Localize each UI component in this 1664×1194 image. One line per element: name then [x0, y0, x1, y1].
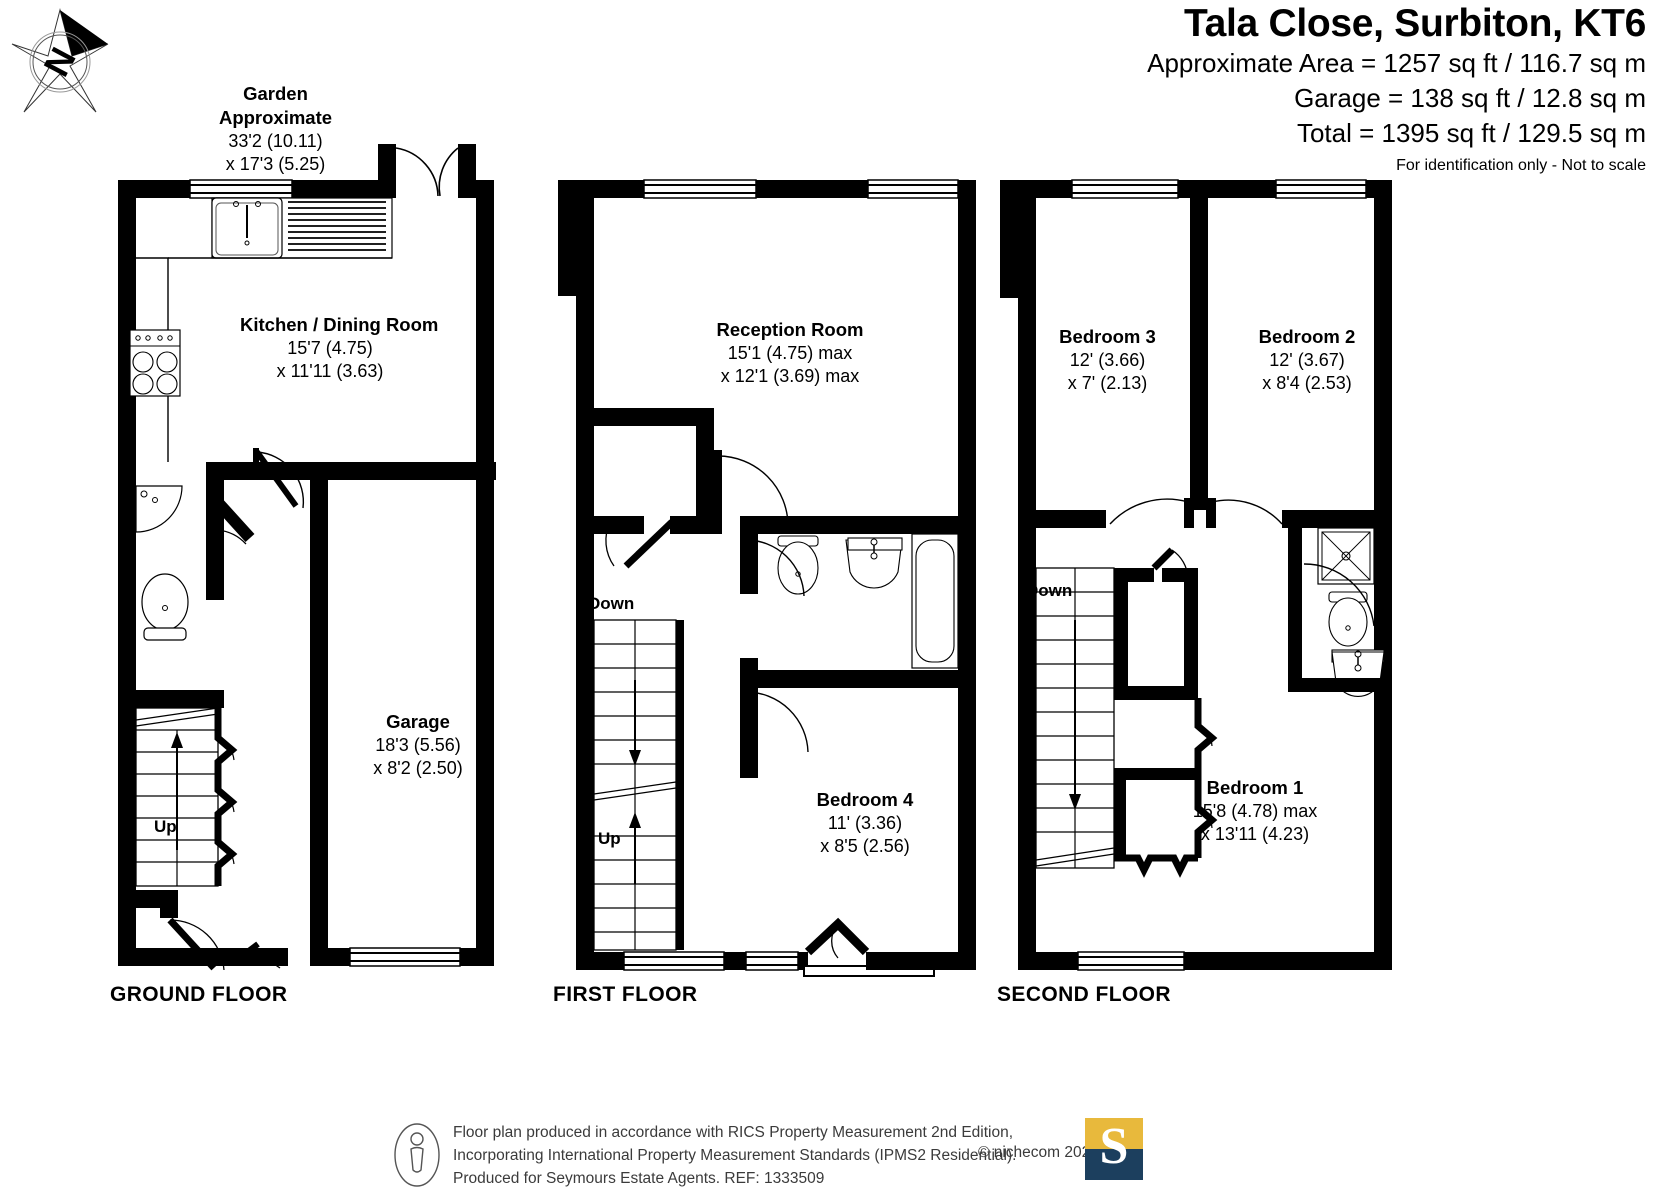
footer-line-2: Incorporating International Property Mea…: [453, 1146, 1017, 1164]
logo-bottom-band: [1085, 1149, 1143, 1180]
sf-walls: [1000, 179, 1392, 971]
reception-dim-2: x 12'1 (3.69) max: [720, 366, 860, 387]
kitchen-dim-2: x 11'11 (3.63): [276, 361, 384, 382]
room-label-kitchen: Kitchen / Dining Room 15'7 (4.75) x 11'1…: [240, 313, 439, 384]
room-label-bedroom3: Bedroom 3 12' (3.66) x 7' (2.13): [1035, 325, 1180, 396]
room-label-bedroom2: Bedroom 2 12' (3.67) x 8'4 (2.53): [1232, 325, 1382, 396]
room-label-bedroom4: Bedroom 4 11' (3.36) x 8'5 (2.56): [790, 788, 940, 859]
bedroom1-dim-2: x 13'11 (4.23): [1200, 824, 1310, 845]
second-floor-staircase: [1035, 567, 1115, 869]
first-floor-caption: FIRST FLOOR: [553, 983, 698, 1006]
copyright-notice: © nichecom 2025.: [978, 1144, 1104, 1161]
bedroom3-dim-2: x 7' (2.13): [1067, 373, 1148, 394]
first-floor-plan: [550, 168, 980, 983]
garage-dim-2: x 8'2 (2.50): [373, 758, 463, 779]
ground-stair-up-tag: Up: [154, 817, 177, 836]
second-stair-down-tag: Down: [1026, 581, 1073, 600]
bedroom3-dim-1: 12' (3.66): [1069, 350, 1146, 371]
footer-line-1: Floor plan produced in accordance with R…: [453, 1124, 1014, 1141]
rics-person-icon: [393, 1122, 441, 1188]
header: Tala Close, Surbiton, KT6 Approximate Ar…: [1147, 2, 1646, 175]
ground-floor-caption: GROUND FLOOR: [110, 983, 288, 1006]
kitchen-name: Kitchen / Dining Room: [240, 314, 439, 335]
sf-toilet-icon: [1328, 591, 1368, 647]
second-floor-caption: SECOND FLOOR: [997, 983, 1171, 1006]
footer-disclaimer: Floor plan produced in accordance with R…: [453, 1122, 1016, 1190]
bedroom2-name: Bedroom 2: [1258, 326, 1356, 347]
logo-top-band: [1085, 1118, 1143, 1149]
garage-dim-1: 18'3 (5.56): [375, 735, 461, 756]
ff-bottom: [576, 917, 958, 977]
ground-floor-plan: [110, 130, 530, 980]
garden-name-2: Approximate: [218, 107, 333, 129]
bedroom3-name: Bedroom 3: [1059, 326, 1156, 347]
ff-walls: [558, 179, 976, 970]
bedroom4-name: Bedroom 4: [816, 789, 914, 810]
bedroom4-dim-2: x 8'5 (2.56): [820, 836, 910, 857]
total-area: Total = 1395 sq ft / 129.5 sq m: [1296, 117, 1646, 148]
bedroom1-eaves: [1114, 698, 1218, 878]
reception-dim-1: 15'1 (4.75) max: [727, 343, 853, 364]
first-floor-staircase: [593, 619, 684, 951]
garage-name: Garage: [386, 711, 450, 732]
garden-label: Garden Approximate 33'2 (10.11) x 17'3 (…: [188, 82, 363, 177]
bedroom1-dim-1: 15'8 (4.78) max: [1192, 801, 1318, 822]
corner-basin-icon: [135, 485, 183, 533]
sink-icon: [211, 197, 393, 259]
ground-stairs: [135, 707, 238, 887]
first-stair-down-tag: Down: [588, 594, 635, 613]
toilet-icon: [141, 573, 189, 641]
footer-line-3: Produced for Seymours Estate Agents. REF…: [453, 1169, 825, 1187]
first-stair-up-tag: Up: [598, 829, 621, 848]
reception-name: Reception Room: [716, 319, 864, 340]
logo-letter: S: [1099, 1118, 1129, 1175]
scale-disclaimer: For identification only - Not to scale: [1396, 156, 1646, 174]
garden-name-1: Garden: [243, 83, 308, 104]
compass-rose: N: [6, 4, 114, 120]
kitchen-dim-1: 15'7 (4.75): [287, 338, 373, 359]
page-title: Tala Close, Surbiton, KT6: [1183, 2, 1646, 45]
shower-icon: [1317, 527, 1375, 585]
room-label-reception: Reception Room 15'1 (4.75) max x 12'1 (3…: [700, 318, 880, 389]
bathroom-fixtures: [777, 533, 959, 669]
garden-dim-2: x 17'3 (5.25): [225, 154, 326, 175]
room-label-bedroom1: Bedroom 1 15'8 (4.78) max x 13'11 (4.23): [1160, 776, 1350, 847]
bedroom2-dim-2: x 8'4 (2.53): [1262, 373, 1352, 394]
bedroom4-dim-1: 11' (3.36): [827, 813, 903, 834]
bedroom1-name: Bedroom 1: [1206, 777, 1304, 798]
garage-area: Garage = 138 sq ft / 12.8 sq m: [1294, 82, 1646, 113]
second-floor-plan: [992, 168, 1412, 983]
approximate-area: Approximate Area = 1257 sq ft / 116.7 sq…: [1147, 47, 1646, 78]
footer: Floor plan produced in accordance with R…: [393, 1118, 1193, 1194]
garden-dim-1: 33'2 (10.11): [228, 131, 323, 152]
bedroom2-dim-1: 12' (3.67): [1269, 350, 1345, 371]
gf-walls: [118, 144, 496, 971]
room-label-garage: Garage 18'3 (5.56) x 8'2 (2.50): [346, 710, 490, 781]
seymours-logo: S: [1085, 1118, 1143, 1180]
hob-icon: [129, 329, 181, 397]
